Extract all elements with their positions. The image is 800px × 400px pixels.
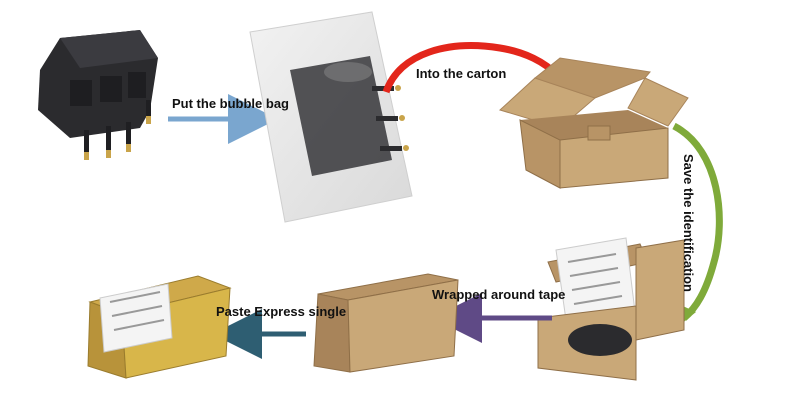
carton-with-label-icon: [537, 237, 685, 381]
closed-box-icon: [313, 273, 459, 373]
ignition-coil-icon: [38, 30, 158, 160]
bubble-bag-icon: [249, 11, 413, 223]
label-paste-express: Paste Express single: [216, 304, 347, 319]
label-save-identification: Save the identification: [681, 154, 696, 292]
label-into-carton: Into the carton: [416, 66, 507, 81]
open-carton-icon: [499, 57, 689, 189]
label-wrapped-tape: Wrapped around tape: [432, 287, 566, 302]
label-put-bubble-bag: Put the bubble bag: [172, 96, 289, 111]
shipping-box-icon: [87, 275, 232, 379]
